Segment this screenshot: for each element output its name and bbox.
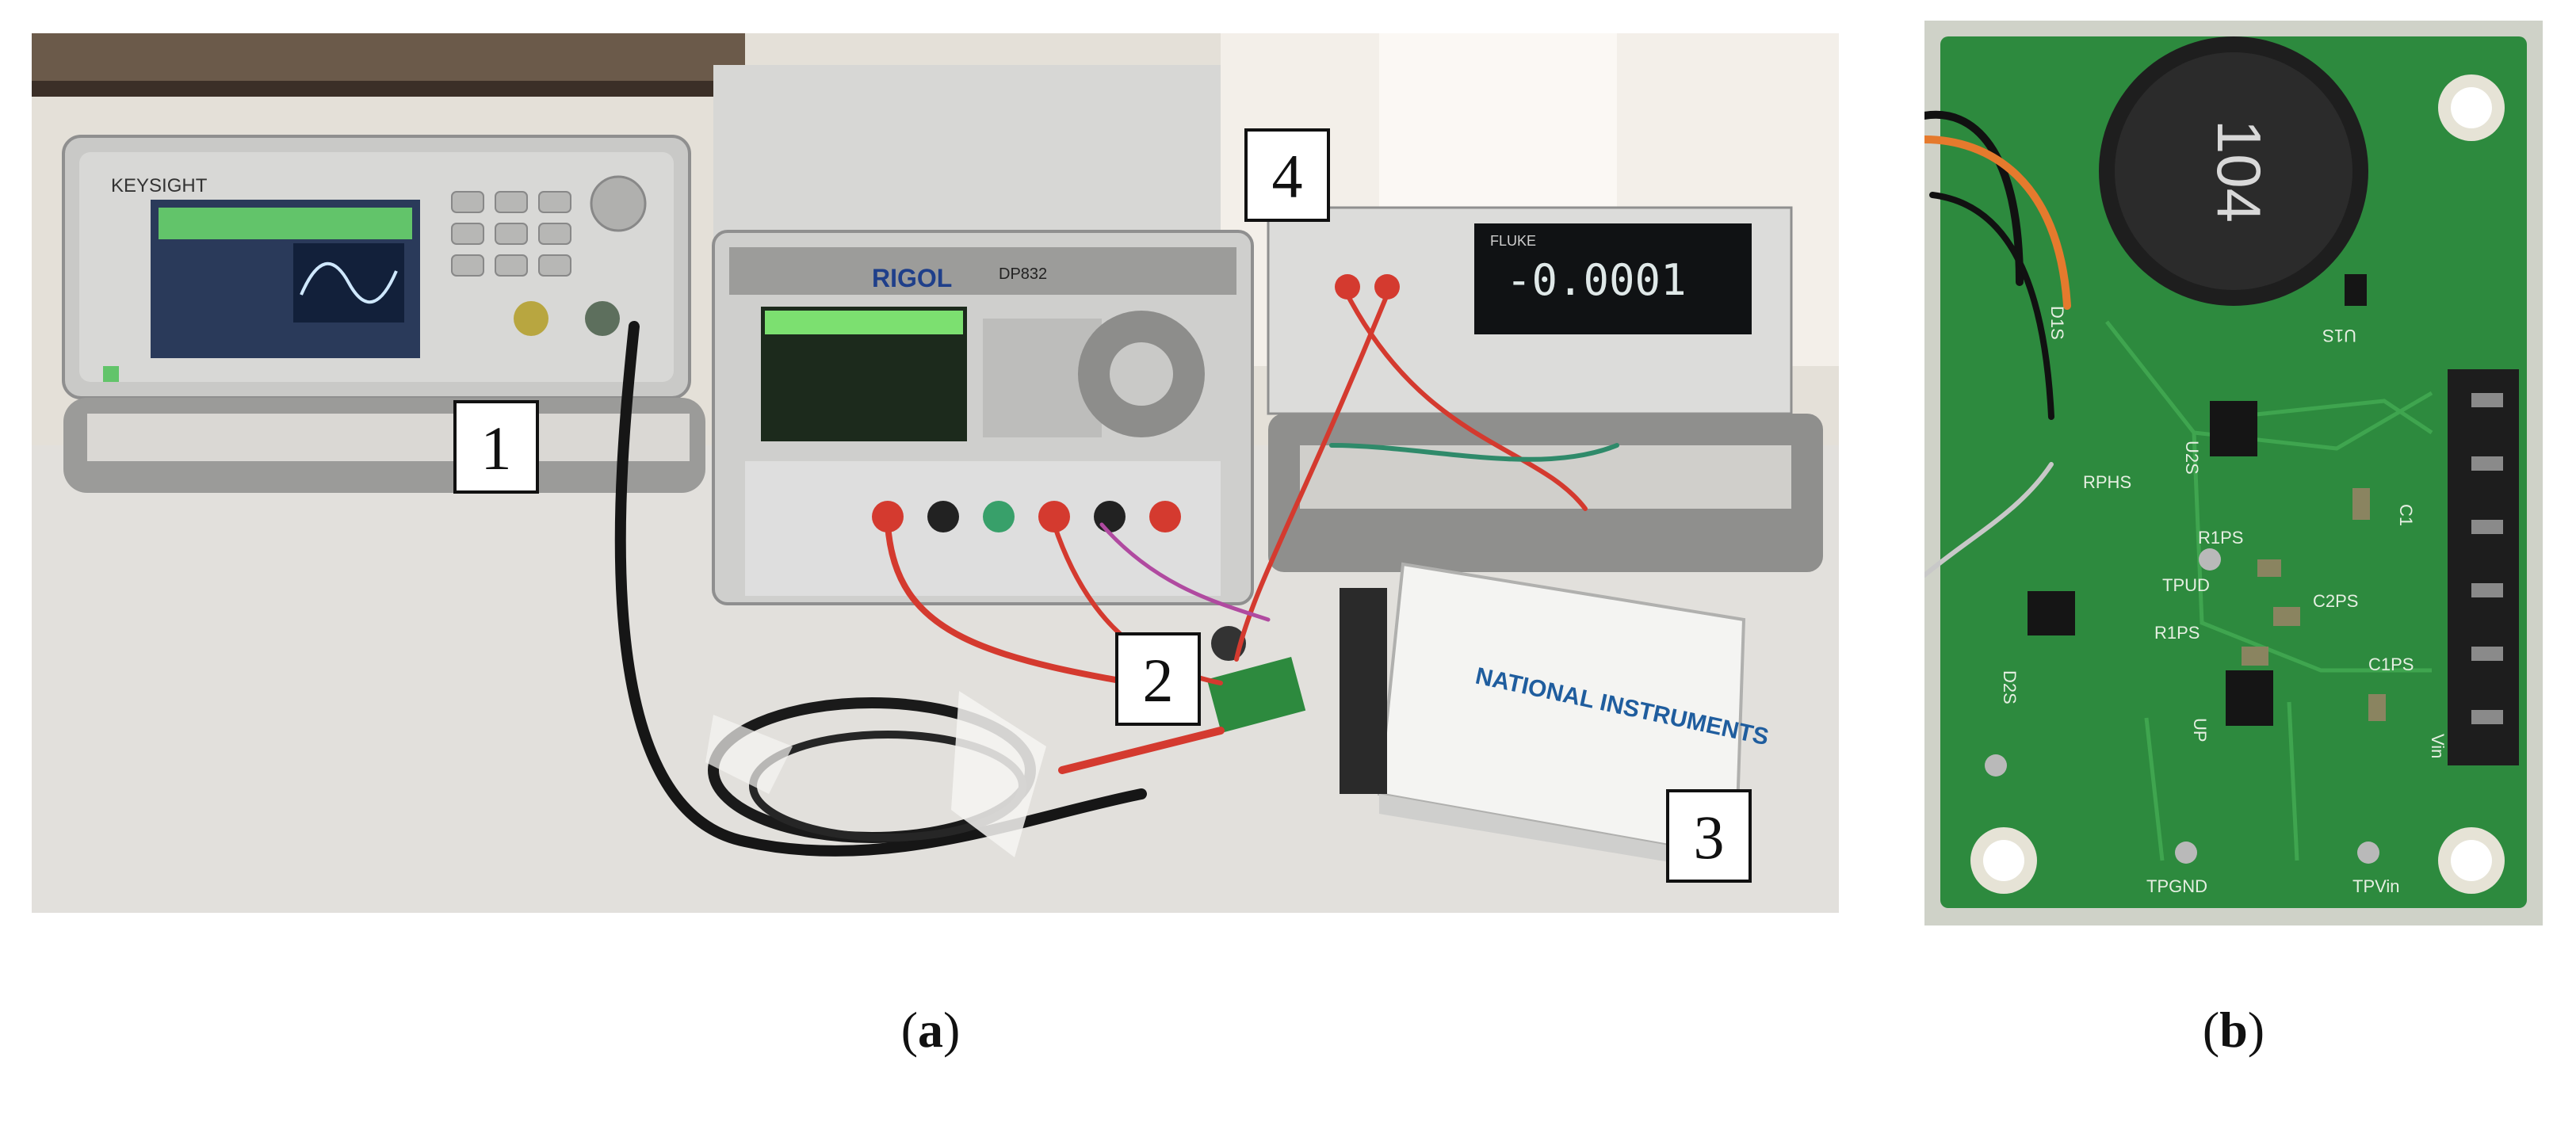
silk-u2s: U2S xyxy=(2182,441,2202,475)
daq-box: NATIONAL INSTRUMENTS xyxy=(1340,562,1771,873)
silk-c2ps: C2PS xyxy=(2313,591,2358,611)
silk-d2s: D2S xyxy=(2000,670,2020,704)
silk-up: UP xyxy=(2190,718,2210,742)
silk-tpgnd: TPGND xyxy=(2146,876,2207,896)
multimeter: -0.0001 FLUKE xyxy=(1267,206,1823,572)
power-supply-brand: RIGOL xyxy=(872,264,952,292)
pcb-board xyxy=(1940,36,2527,908)
caption-b-letter: b xyxy=(2219,1002,2248,1058)
power-supply-model: DP832 xyxy=(999,265,1047,283)
inductor-label: 104 xyxy=(2204,120,2274,223)
silk-d1s: D1S xyxy=(2047,306,2067,340)
caption-a: (a) xyxy=(900,1002,961,1058)
callout-1: 1 xyxy=(453,400,539,494)
caption-b: (b) xyxy=(2202,1002,2265,1058)
silk-c1: C1 xyxy=(2396,504,2416,526)
bench-photo: KEYSIGHT RIGOL DP832 xyxy=(32,33,1839,913)
bench-pcb xyxy=(1206,656,1306,734)
silk-r1ps-2: R1PS xyxy=(2154,623,2200,643)
pin-header xyxy=(2448,369,2519,765)
function-generator: KEYSIGHT xyxy=(62,135,705,493)
silk-vin: Vin xyxy=(2428,734,2448,758)
pcb-photo: 104 xyxy=(1924,21,2543,925)
ic-up xyxy=(2226,670,2273,726)
silk-tpud: TPUD xyxy=(2162,575,2210,595)
silk-rphs: RPHS xyxy=(2083,472,2131,492)
callout-4: 4 xyxy=(1244,128,1330,222)
callout-3: 3 xyxy=(1666,789,1752,883)
callout-2: 2 xyxy=(1115,632,1201,726)
ic-u2s xyxy=(2210,401,2257,456)
pcb-photo-svg: 104 xyxy=(1924,21,2543,925)
generator-brand: KEYSIGHT xyxy=(111,175,208,197)
silk-r1ps: R1PS xyxy=(2198,528,2243,548)
silk-c1ps: C1PS xyxy=(2368,654,2414,674)
power-supply: RIGOL DP832 xyxy=(712,65,1254,605)
multimeter-reading: -0.0001 xyxy=(1506,255,1687,305)
silk-tpvin: TPVin xyxy=(2352,876,2400,896)
bench-photo-svg: KEYSIGHT RIGOL DP832 xyxy=(32,33,1839,913)
caption-a-letter: a xyxy=(918,1002,943,1058)
multimeter-brand: FLUKE xyxy=(1490,233,1536,249)
silk-u1s: U1S xyxy=(2322,326,2356,345)
